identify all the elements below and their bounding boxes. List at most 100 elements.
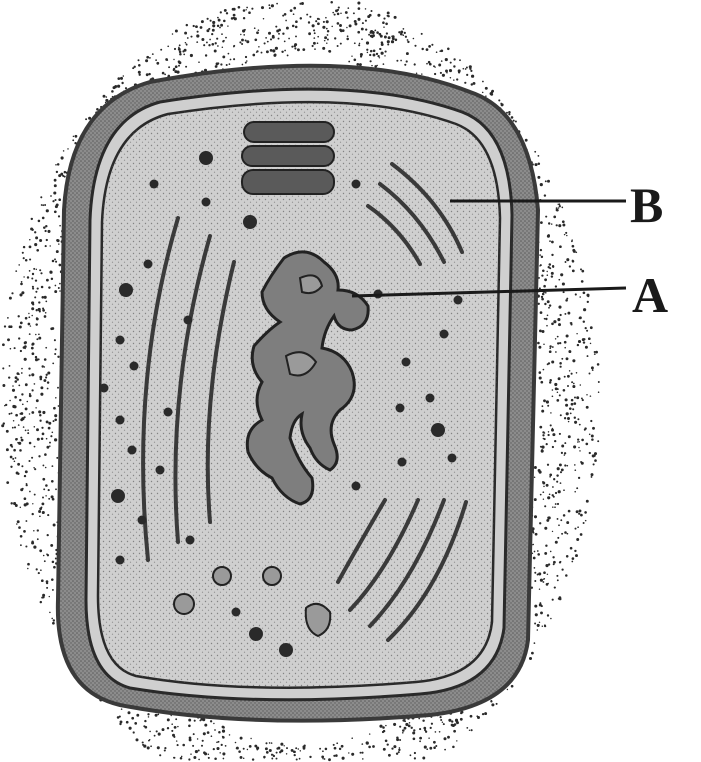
capsule-dot [552, 506, 554, 508]
capsule-dot [228, 53, 230, 55]
capsule-dot [270, 38, 272, 40]
capsule-dot [17, 520, 20, 523]
capsule-dot [308, 21, 310, 23]
capsule-dot [498, 99, 500, 101]
capsule-dot [279, 751, 281, 753]
capsule-dot [159, 754, 161, 756]
capsule-dot [471, 83, 473, 85]
capsule-dot [40, 601, 42, 603]
capsule-dot [442, 74, 445, 77]
capsule-dot [585, 520, 587, 522]
capsule-dot [45, 484, 48, 487]
capsule-dot [38, 301, 40, 303]
capsule-dot [31, 218, 33, 220]
granule [232, 608, 241, 617]
capsule-dot [546, 443, 548, 445]
capsule-dot [534, 551, 536, 553]
capsule-dot [359, 43, 361, 45]
capsule-dot [117, 716, 120, 719]
capsule-dot [171, 730, 173, 732]
capsule-dot [270, 49, 273, 52]
capsule-dot [560, 519, 562, 521]
capsule-dot [579, 509, 582, 512]
capsule-dot [240, 756, 243, 759]
capsule-dot [578, 447, 580, 449]
capsule-dot [450, 62, 452, 64]
capsule-dot [435, 731, 437, 733]
granule [396, 404, 405, 413]
capsule-dot [20, 544, 22, 546]
capsule-dot [174, 48, 176, 50]
capsule-dot [9, 413, 11, 415]
capsule-dot [414, 757, 416, 759]
capsule-dot [31, 315, 33, 317]
capsule-dot [38, 337, 41, 340]
capsule-dot [549, 347, 551, 349]
capsule-dot [251, 8, 253, 10]
capsule-dot [552, 389, 554, 391]
capsule-dot [541, 410, 544, 413]
capsule-dot [21, 465, 23, 467]
capsule-dot [8, 325, 11, 328]
capsule-dot [557, 388, 559, 390]
capsule-dot [416, 73, 418, 75]
capsule-dot [550, 551, 552, 553]
capsule-dot [549, 304, 551, 306]
capsule-dot [12, 427, 14, 429]
capsule-dot [549, 493, 551, 495]
capsule-dot [211, 43, 214, 46]
capsule-dot [549, 474, 552, 477]
capsule-dot [20, 283, 23, 286]
capsule-dot [579, 424, 581, 426]
capsule-dot [206, 41, 208, 43]
capsule-dot [41, 204, 43, 206]
capsule-dot [572, 260, 574, 262]
capsule-dot [295, 20, 298, 23]
granule [150, 180, 159, 189]
capsule-dot [566, 258, 569, 261]
capsule-dot [278, 33, 280, 35]
capsule-dot [216, 38, 218, 40]
capsule-dot [28, 323, 31, 326]
capsule-dot [585, 346, 588, 349]
capsule-dot [148, 716, 150, 718]
capsule-dot [185, 42, 186, 43]
capsule-dot [198, 759, 200, 761]
capsule-dot [40, 272, 42, 274]
capsule-dot [52, 622, 55, 625]
capsule-dot [559, 433, 561, 435]
capsule-dot [21, 393, 23, 395]
capsule-dot [565, 261, 567, 263]
capsule-dot [593, 463, 595, 465]
capsule-dot [240, 737, 243, 740]
capsule-dot [555, 338, 556, 339]
capsule-dot [180, 757, 183, 760]
capsule-dot [542, 293, 545, 296]
capsule-dot [422, 757, 425, 760]
capsule-dot [594, 459, 597, 462]
capsule-dot [456, 721, 459, 724]
capsule-dot [598, 381, 600, 383]
capsule-dot [42, 511, 45, 514]
capsule-dot [356, 63, 359, 66]
capsule-dot [396, 60, 398, 62]
capsule-dot [345, 11, 348, 14]
capsule-dot [574, 469, 576, 471]
capsule-dot [575, 554, 578, 557]
capsule-dot [245, 39, 247, 41]
capsule-dot [146, 73, 149, 76]
capsule-dot [531, 652, 534, 655]
capsule-dot [406, 60, 408, 62]
top-membrane-stack [242, 122, 334, 194]
capsule-dot [189, 738, 192, 741]
capsule-dot [405, 36, 407, 38]
capsule-dot [9, 400, 11, 402]
capsule-dot [579, 296, 581, 298]
capsule-dot [572, 270, 575, 273]
capsule-dot [18, 337, 20, 339]
capsule-dot [221, 744, 223, 746]
capsule-dot [306, 14, 308, 16]
capsule-dot [460, 718, 463, 721]
capsule-dot [103, 95, 106, 98]
capsule-dot [386, 32, 388, 34]
